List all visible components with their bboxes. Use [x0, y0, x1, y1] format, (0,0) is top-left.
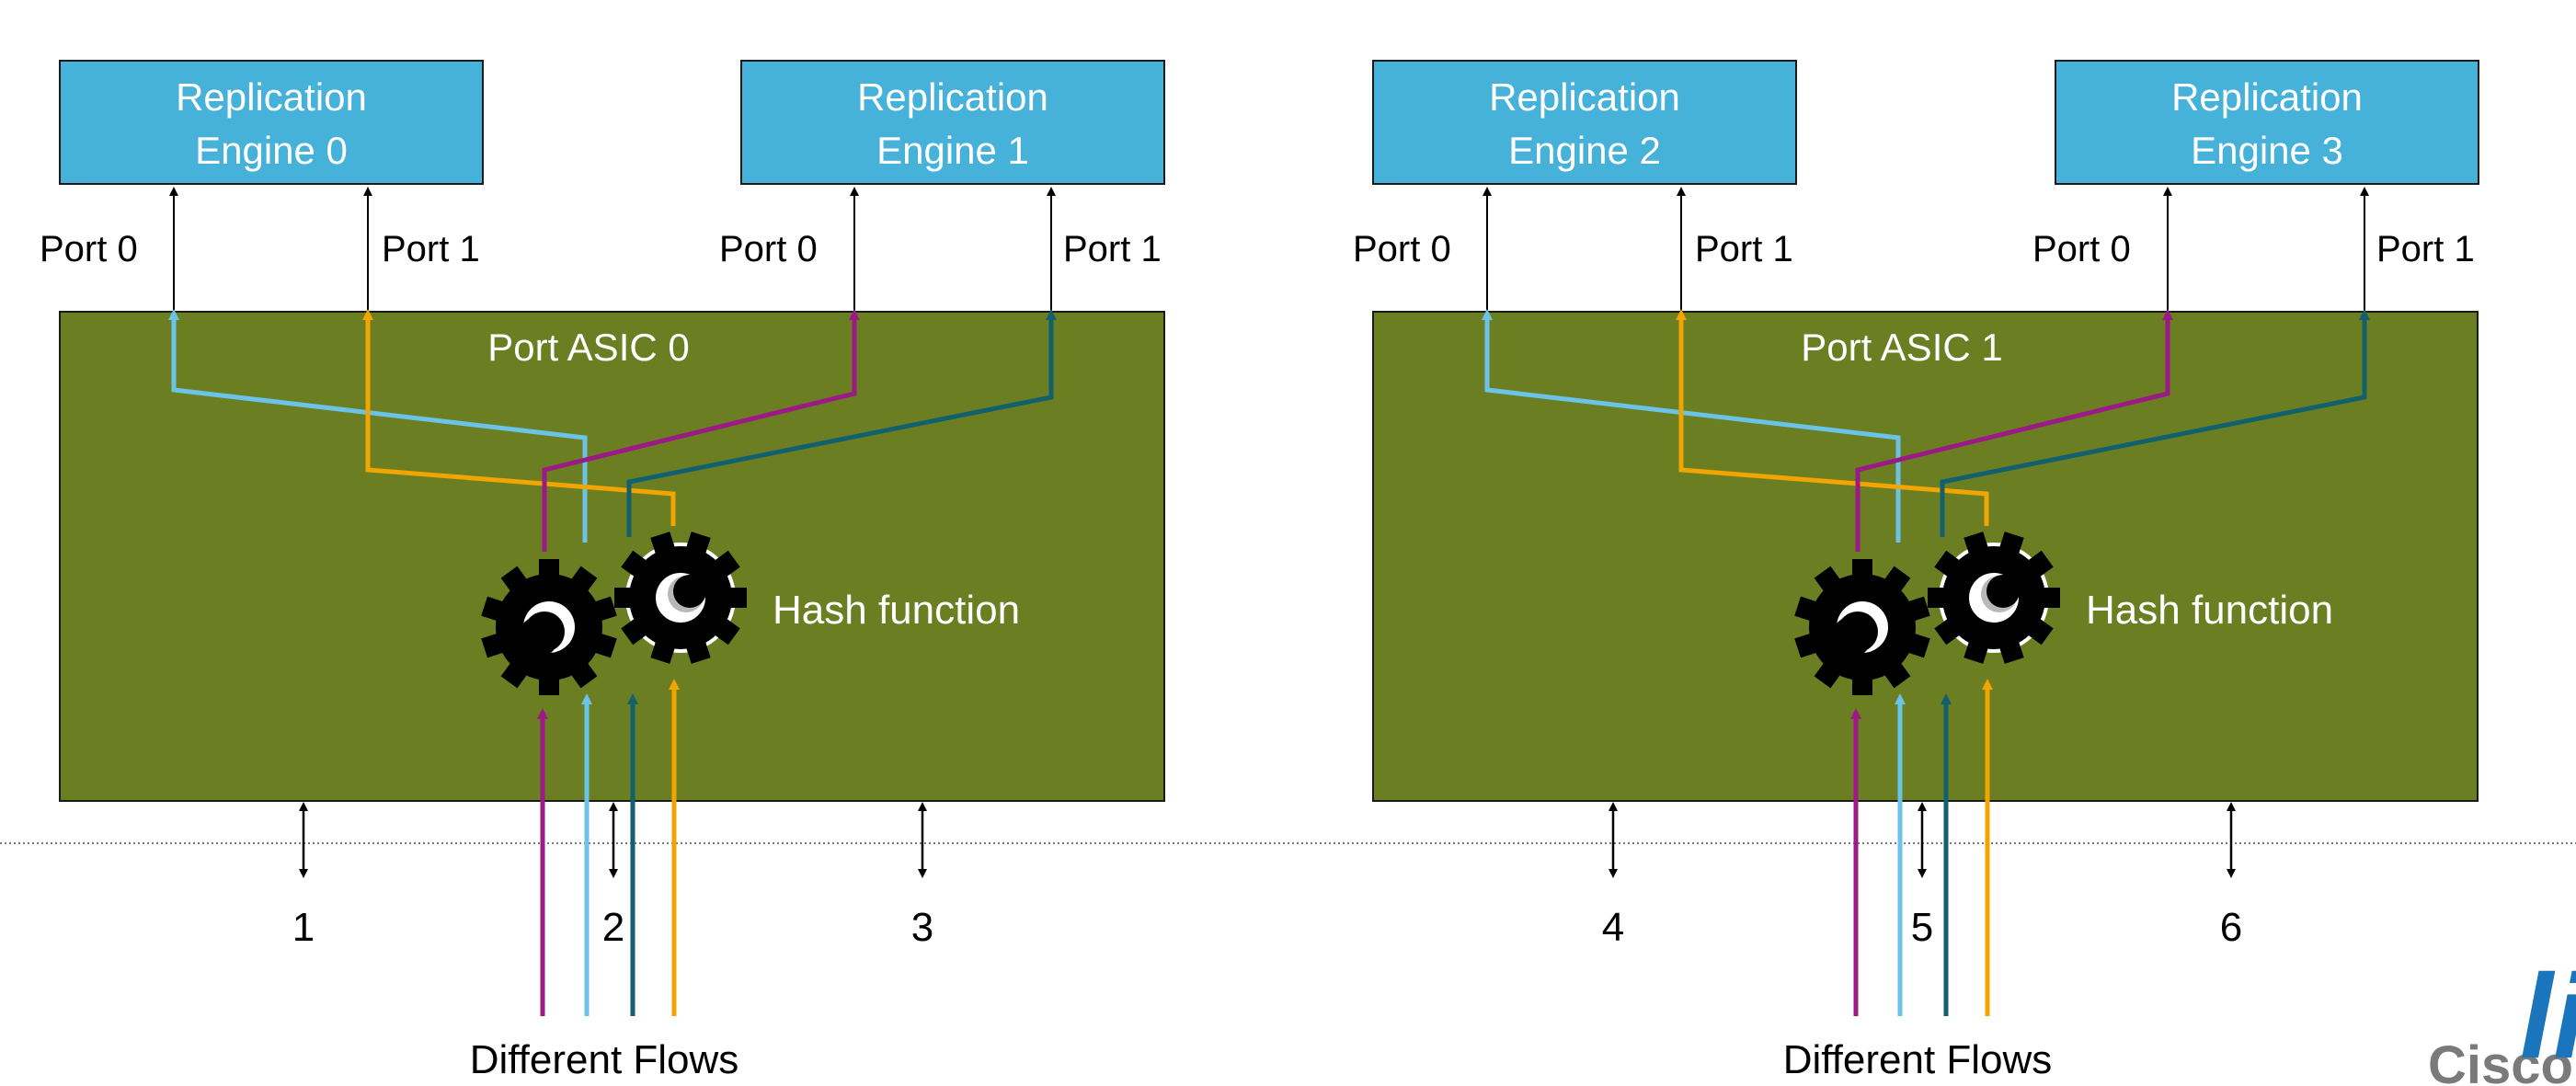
asic-group-1: Replication Engine 2 Replication Engine …	[1353, 60, 2479, 1082]
engine-label-line1: Replication	[1489, 75, 1680, 119]
flow-path-teal	[626, 309, 1057, 537]
asic-group-0: Replication Engine 0 Replication Engine …	[40, 60, 1165, 1082]
port-label-1: Port 1	[1063, 229, 1162, 269]
port-asic-0-box	[59, 311, 1165, 802]
different-flows-label: Different Flows	[470, 1037, 739, 1082]
port-label-0: Port 0	[1353, 229, 1451, 269]
cisco-live-logo: Cisco live	[2428, 949, 2576, 1086]
engine-label-line1: Replication	[176, 75, 367, 119]
hash-function-label: Hash function	[773, 588, 1020, 633]
replication-engine-3: Replication Engine 3	[2055, 60, 2479, 185]
flow-path-teal	[1940, 309, 2370, 537]
flow-path-orange	[362, 309, 676, 526]
engine-label-line1: Replication	[2171, 75, 2363, 119]
front-port-number: 4	[1602, 905, 1624, 950]
flow-path-magenta	[1855, 309, 2173, 552]
port-label-0: Port 0	[40, 229, 138, 269]
port-asic-0-label: Port ASIC 0	[487, 326, 689, 369]
different-flows-label: Different Flows	[1783, 1037, 2053, 1082]
port-label-1: Port 1	[1695, 229, 1793, 269]
port-asic-1-label: Port ASIC 1	[1801, 326, 2002, 369]
flow-path-light-blue	[168, 309, 588, 543]
front-port-number: 2	[602, 905, 624, 950]
engine-label-line1: Replication	[857, 75, 1048, 119]
logo-mark-text: live	[2520, 949, 2576, 1083]
engine-label-line2: Engine 2	[1508, 129, 1661, 172]
port-asic-1-box	[1372, 311, 2479, 802]
port-label-1: Port 1	[2376, 229, 2475, 269]
engine-label-line2: Engine 3	[2191, 129, 2343, 172]
flow-path-orange	[1676, 309, 1989, 526]
port-label-1: Port 1	[382, 229, 480, 269]
port-label-0: Port 0	[2032, 229, 2131, 269]
flow-path-light-blue	[1482, 309, 1901, 543]
engine-label-line2: Engine 0	[195, 129, 348, 172]
hash-function-label: Hash function	[2086, 588, 2333, 633]
engine-label-line2: Engine 1	[876, 129, 1029, 172]
front-port-number: 3	[911, 905, 933, 950]
replication-engine-2: Replication Engine 2	[1372, 60, 1797, 185]
flow-path-magenta	[542, 309, 860, 552]
logo-brand-text: Cisco	[2428, 1035, 2573, 1086]
replication-engine-1: Replication Engine 1	[740, 60, 1165, 185]
front-port-number: 5	[1911, 905, 1933, 950]
port-label-0: Port 0	[719, 229, 818, 269]
replication-engine-0: Replication Engine 0	[59, 60, 484, 185]
front-port-number: 6	[2220, 905, 2242, 950]
front-port-number: 1	[292, 905, 315, 950]
